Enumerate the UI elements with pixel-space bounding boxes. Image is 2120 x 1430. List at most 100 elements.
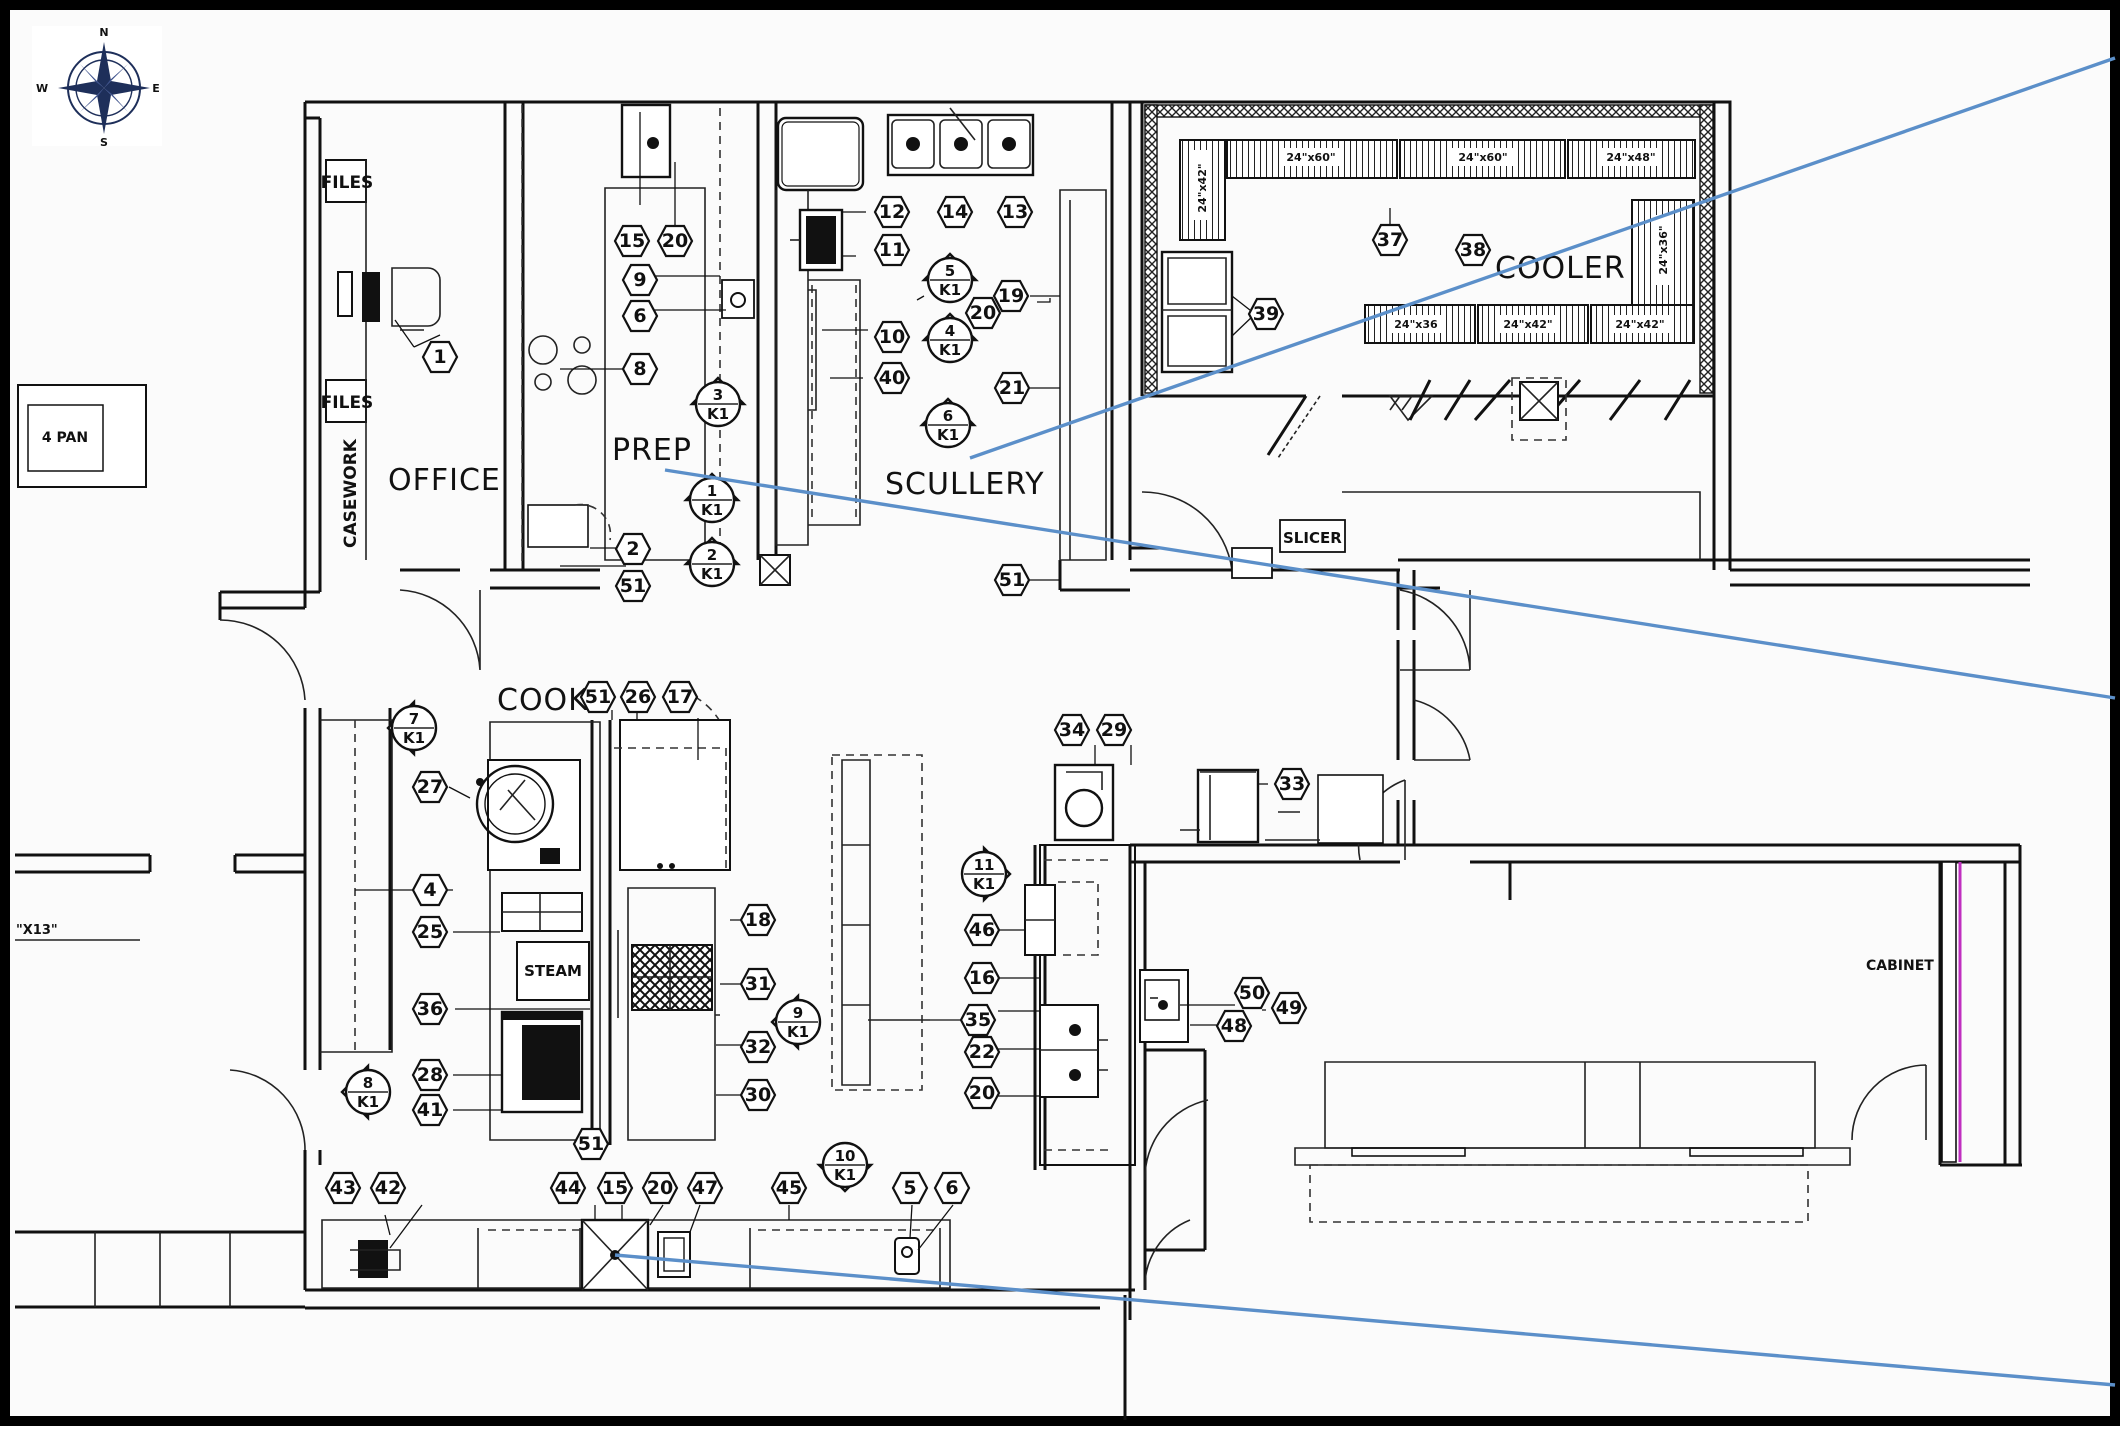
svg-text:32: 32 [745,1036,771,1058]
tag-16: 16 [963,961,1001,995]
svg-text:7: 7 [409,710,419,728]
svg-text:51: 51 [578,1133,604,1155]
keynote-markers: 3 K1 1 K1 2 K1 5 K1 4 [340,252,1012,1193]
svg-text:30: 30 [745,1084,771,1106]
svg-text:51: 51 [620,575,646,597]
room-label-prep: PREP [612,433,692,468]
keynote-2-k1: 2 K1 [683,536,741,588]
svg-text:20: 20 [662,230,688,252]
svg-text:K1: K1 [357,1093,379,1111]
svg-text:8: 8 [363,1074,373,1092]
tag-8: 8 [621,352,659,386]
svg-text:5: 5 [903,1177,916,1199]
svg-text:6: 6 [943,407,953,425]
shelf-24x60-a: 24"x60" [1286,151,1335,164]
tag-51: 51 [614,569,652,603]
svg-text:K1: K1 [939,281,961,299]
tag-50: 50 [1233,976,1271,1010]
annotation-line-prep [664,468,2116,700]
tag-44: 44 [549,1171,587,1205]
svg-text:K1: K1 [973,875,995,893]
keynote-3-k1: 3 K1 [689,376,747,428]
tag-42: 42 [369,1171,407,1205]
svg-text:6: 6 [633,305,646,327]
keynote-9-k1: 9 K1 [770,993,822,1051]
tag-31: 31 [739,967,777,1001]
svg-text:11: 11 [974,856,995,874]
tag-35: 35 [959,1003,997,1037]
annotation-line-floor-drain [614,1253,2116,1387]
equipment-tags: 1 15 20 9 6 8 2 51 12 14 13 11 10 40 20 … [324,195,1492,1205]
svg-text:44: 44 [555,1177,581,1199]
tag-15-bottom: 15 [596,1171,634,1205]
cook: COOK STEAM [320,683,1962,1223]
prep: PREP [521,103,791,586]
tag-27: 27 [411,770,449,804]
svg-text:25: 25 [417,921,443,943]
tag-43: 43 [324,1171,362,1205]
svg-text:19: 19 [998,285,1024,307]
tag-11: 11 [873,233,911,267]
svg-text:2: 2 [626,538,639,560]
shelf-24x60-b: 24"x60" [1458,151,1507,164]
tag-19: 19 [992,279,1030,313]
svg-text:49: 49 [1276,997,1302,1019]
svg-text:8: 8 [633,358,646,380]
svg-text:22: 22 [969,1041,995,1063]
svg-text:17: 17 [667,686,693,708]
tag-4: 4 [411,873,449,907]
room-label-office: OFFICE [388,463,501,498]
svg-text:48: 48 [1221,1015,1247,1037]
annotation-line-scullery [969,56,2116,460]
tag-36: 36 [411,992,449,1026]
compass-e: E [152,82,160,95]
svg-text:46: 46 [969,919,995,941]
tag-34: 34 [1053,713,1091,747]
svg-text:20: 20 [970,302,996,324]
walls [15,100,2030,1420]
compass-w: W [36,82,48,95]
tag-32: 32 [739,1030,777,1064]
svg-text:20: 20 [647,1177,673,1199]
svg-text:5: 5 [945,262,955,280]
svg-text:26: 26 [625,686,651,708]
tag-22: 22 [963,1035,1001,1069]
svg-text:K1: K1 [834,1166,856,1184]
files-top-label: FILES [321,173,374,193]
tag-15: 15 [613,224,651,258]
tag-2: 2 [614,532,652,566]
svg-text:18: 18 [745,909,771,931]
tag-30: 30 [739,1078,777,1112]
svg-text:50: 50 [1239,982,1265,1004]
svg-text:3: 3 [713,386,723,404]
tag-49: 49 [1270,991,1308,1025]
shelf-24x42-a: 24"x42" [1503,318,1552,331]
tag-9: 9 [621,263,659,297]
tag-37: 37 [1371,223,1409,257]
svg-text:2: 2 [707,546,717,564]
svg-text:28: 28 [417,1064,443,1086]
compass-rose-icon: N S E W [32,26,162,149]
desk-chair-icon [337,267,441,331]
tag-47: 47 [686,1171,724,1205]
tag-26: 26 [619,680,657,714]
svg-text:43: 43 [330,1177,356,1199]
room-label-scullery: SCULLERY [885,467,1045,502]
tag-12: 12 [873,195,911,229]
keynote-6-k1: 6 K1 [919,397,977,449]
svg-text:31: 31 [745,973,771,995]
svg-text:38: 38 [1460,239,1486,261]
tag-6: 6 [621,299,659,333]
office: FILES FILES CASEWORK OFFICE [321,159,501,560]
svg-text:K1: K1 [937,426,959,444]
svg-text:15: 15 [619,230,645,252]
svg-text:K1: K1 [787,1023,809,1041]
svg-text:29: 29 [1101,719,1127,741]
svg-text:51: 51 [585,686,611,708]
svg-text:14: 14 [942,201,968,223]
svg-text:45: 45 [776,1177,802,1199]
four-pan-unit: 4 PAN "X13" [15,384,147,941]
shelf-24x48: 24"x48" [1606,151,1655,164]
svg-text:K1: K1 [403,729,425,747]
